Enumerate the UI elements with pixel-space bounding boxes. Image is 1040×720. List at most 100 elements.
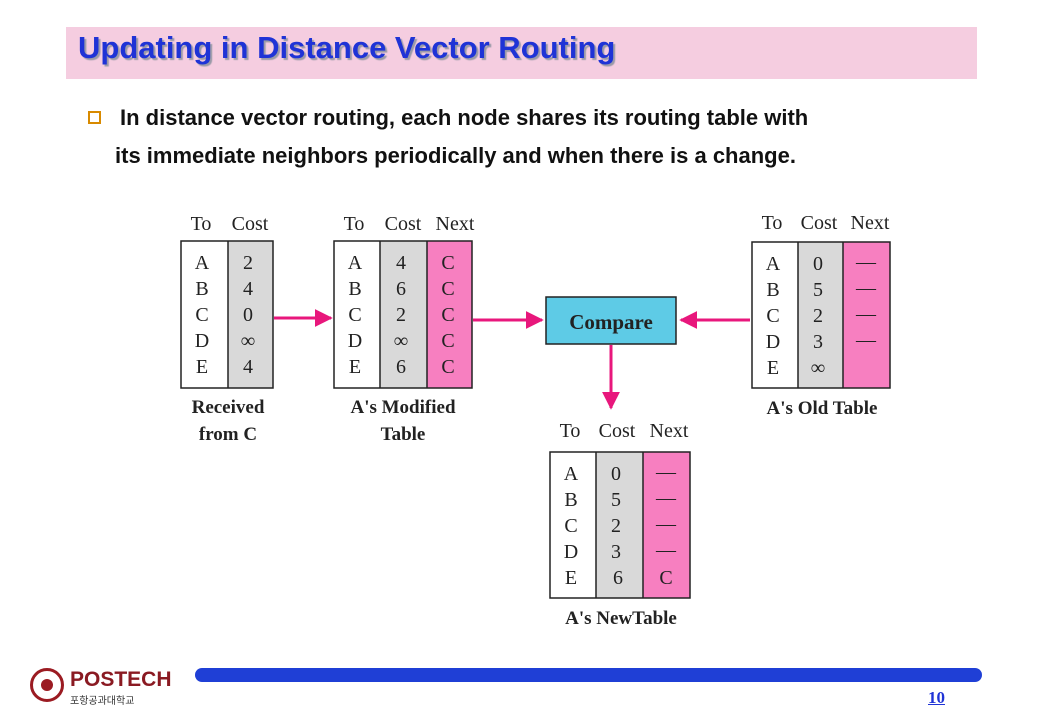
- modified-cost-cell: ∞: [394, 330, 408, 352]
- compare-label: Compare: [569, 310, 653, 334]
- modified-cost-column: [380, 241, 427, 388]
- new-table: To Cost Next A B C D E 0 5 2 3 6 — — — —…: [549, 420, 691, 629]
- new-cost-cell: 2: [611, 515, 621, 537]
- compare-box-rect: [545, 296, 677, 345]
- received-table-border: [180, 240, 274, 389]
- old-cost-cell: ∞: [811, 357, 825, 379]
- old-table: To Cost Next A B C D E 0 5 2 3 ∞ — — — —…: [751, 212, 891, 419]
- received-table: To Cost A B C D E 2 4 0 ∞ 4 Received fro…: [180, 213, 274, 445]
- page-number: 10: [928, 688, 945, 707]
- received-to-cell: D: [195, 330, 209, 352]
- old-cost-cell: 3: [813, 331, 823, 353]
- modified-header-cost: Cost: [385, 213, 422, 235]
- bullet-square-icon: [88, 111, 101, 124]
- modified-to-cell: E: [349, 356, 361, 378]
- new-cost-cell: 3: [611, 541, 621, 563]
- received-to-cell: C: [195, 304, 208, 326]
- received-cost-column: [228, 241, 273, 388]
- received-header-cost: Cost: [232, 213, 269, 235]
- modified-table: To Cost Next A B C D E 4 6 2 ∞ 6 C C C C…: [333, 213, 475, 445]
- new-next-column: [643, 452, 690, 598]
- modified-to-cell: C: [348, 304, 361, 326]
- old-cost-column: [798, 242, 843, 388]
- compare-box: Compare: [545, 296, 677, 345]
- new-next-cell: —: [655, 461, 677, 483]
- modified-next-cell: C: [441, 304, 454, 326]
- received-cost-cell: 2: [243, 252, 253, 274]
- old-to-cell: C: [766, 305, 779, 327]
- received-to-cell: A: [195, 252, 210, 274]
- new-next-cell: C: [659, 567, 672, 589]
- received-cost-cell: ∞: [241, 330, 255, 352]
- old-next-cell: —: [855, 277, 877, 299]
- received-cost-cell: 4: [243, 278, 253, 300]
- modified-header-next: Next: [436, 213, 475, 235]
- old-next-cell: —: [855, 329, 877, 351]
- received-to-cell: E: [196, 356, 208, 378]
- old-next-column: [843, 242, 890, 388]
- received-cost-cell: 0: [243, 304, 253, 326]
- modified-cost-cell: 4: [396, 252, 406, 274]
- modified-cost-cell: 2: [396, 304, 406, 326]
- new-header-cost: Cost: [599, 420, 636, 442]
- modified-to-cell: A: [348, 252, 363, 274]
- old-next-cell: —: [855, 303, 877, 325]
- new-to-cell: E: [565, 567, 577, 589]
- new-header-next: Next: [650, 420, 689, 442]
- old-header-to: To: [762, 212, 783, 234]
- old-cost-cell: 0: [813, 253, 823, 275]
- old-table-border: [751, 241, 891, 389]
- new-next-cell: —: [655, 487, 677, 509]
- new-to-cell: A: [564, 463, 579, 485]
- logo-subtitle: 포항공과대학교: [70, 696, 135, 707]
- postech-logo: POSTECH 포항공과대학교: [28, 666, 178, 710]
- modified-next-cell: C: [441, 330, 454, 352]
- new-table-border: [549, 451, 691, 599]
- new-to-cell: C: [564, 515, 577, 537]
- new-header-to: To: [560, 420, 581, 442]
- received-caption-1: Received: [192, 397, 265, 418]
- new-next-cell: —: [655, 539, 677, 561]
- postech-emblem-icon: [30, 668, 64, 702]
- new-to-cell: B: [564, 489, 577, 511]
- footer-bar: [195, 668, 982, 682]
- bullet-text-line-2: its immediate neighbors periodically and…: [115, 143, 796, 168]
- slide-title: Updating in Distance Vector Routing: [78, 30, 616, 65]
- old-header-cost: Cost: [801, 212, 838, 234]
- old-cost-cell: 2: [813, 305, 823, 327]
- received-to-cell: B: [195, 278, 208, 300]
- received-caption-2: from C: [199, 424, 257, 445]
- new-cost-cell: 0: [611, 463, 621, 485]
- modified-to-cell: D: [348, 330, 362, 352]
- new-cost-cell: 6: [613, 567, 623, 589]
- old-cost-cell: 5: [813, 279, 823, 301]
- modified-cost-cell: 6: [396, 356, 406, 378]
- modified-to-cell: B: [348, 278, 361, 300]
- old-header-next: Next: [851, 212, 890, 234]
- old-caption: A's Old Table: [767, 398, 878, 419]
- old-to-cell: E: [767, 357, 779, 379]
- modified-next-column: [427, 241, 472, 388]
- received-cost-cell: 4: [243, 356, 253, 378]
- modified-header-to: To: [344, 213, 365, 235]
- modified-next-cell: C: [441, 278, 454, 300]
- new-cost-column: [596, 452, 643, 598]
- old-to-cell: D: [766, 331, 780, 353]
- new-cost-cell: 5: [611, 489, 621, 511]
- modified-cost-cell: 6: [396, 278, 406, 300]
- bullet-text-line-1: In distance vector routing, each node sh…: [120, 105, 809, 130]
- modified-caption-2: Table: [381, 424, 426, 445]
- received-header-to: To: [191, 213, 212, 235]
- modified-caption-1: A's Modified: [350, 397, 455, 418]
- new-next-cell: —: [655, 513, 677, 535]
- modified-table-border: [333, 240, 473, 389]
- old-next-cell: —: [855, 251, 877, 273]
- modified-next-cell: C: [441, 356, 454, 378]
- new-to-cell: D: [564, 541, 578, 563]
- old-to-cell: A: [766, 253, 781, 275]
- title-band: [66, 27, 977, 79]
- new-caption: A's NewTable: [565, 608, 677, 629]
- logo-name: POSTECH: [70, 668, 172, 691]
- modified-next-cell: C: [441, 252, 454, 274]
